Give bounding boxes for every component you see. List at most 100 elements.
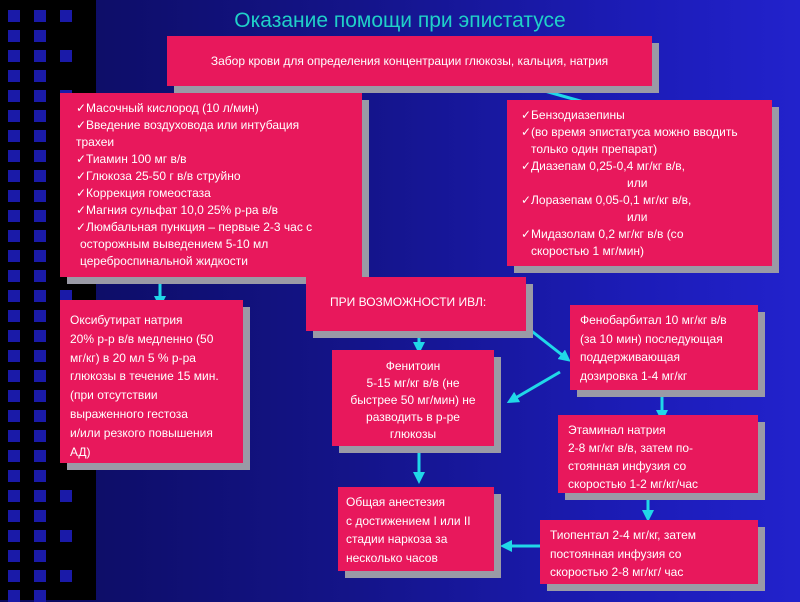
decorative-square xyxy=(8,590,20,602)
left-box-line: ✓Масочный кислород (10 л/мин) xyxy=(76,101,259,115)
decorative-square xyxy=(34,310,46,322)
decorative-square xyxy=(34,230,46,242)
decorative-square xyxy=(34,50,46,62)
decorative-square xyxy=(34,330,46,342)
thiopental-line: Тиопентал 2-4 мг/кг, затем xyxy=(550,528,697,542)
oxybutyrate-line: Оксибутират натрия xyxy=(70,313,183,327)
left-box-line: осторожным выведением 5-10 мл xyxy=(80,237,269,251)
decorative-square xyxy=(8,450,20,462)
decorative-square xyxy=(34,530,46,542)
decorative-square xyxy=(34,570,46,582)
decorative-square xyxy=(8,270,20,282)
decorative-square xyxy=(34,30,46,42)
decorative-square xyxy=(34,70,46,82)
etaminal-line: скоростью 1-2 мг/кг/час xyxy=(568,477,699,491)
phenobarbital-line: поддерживающая xyxy=(580,350,680,364)
decorative-square xyxy=(34,410,46,422)
decorative-square xyxy=(8,370,20,382)
decorative-square xyxy=(8,150,20,162)
left-box-line: ✓Введение воздуховода или интубация xyxy=(76,118,300,132)
arrow-phenobarbital-to-phenytoin xyxy=(506,370,561,404)
oxybutyrate-line: АД) xyxy=(70,444,91,459)
decorative-square xyxy=(34,130,46,142)
decorative-square xyxy=(8,550,20,562)
decorative-square xyxy=(8,530,20,542)
decorative-square xyxy=(34,110,46,122)
etaminal-line: 2-8 мг/кг в/в, затем по- xyxy=(568,441,694,455)
left-box-line: ✓Люмбальная пункция – первые 2-3 час с xyxy=(76,220,313,234)
right-box-line: только один препарат) xyxy=(531,142,658,156)
anesthesia-line: несколько часов xyxy=(346,550,438,565)
oxybutyrate-line: 20% р-р в/в медленно (50 xyxy=(70,331,214,346)
decorative-square xyxy=(8,30,20,42)
oxybutyrate-line: глюкозы в течение 15 мин. xyxy=(70,369,219,384)
oxybutyrate-line: выраженного гестоза xyxy=(70,406,188,421)
right-box-line: ✓Диазепам 0,25-0,4 мг/кг в/в, xyxy=(521,159,685,173)
right-box-line: ✓Мидазолам 0,2 мг/кг в/в (со xyxy=(521,227,684,241)
decorative-square xyxy=(34,10,46,22)
decorative-square xyxy=(8,290,20,302)
decorative-square xyxy=(34,510,46,522)
decorative-square xyxy=(60,490,72,502)
decorative-square xyxy=(8,470,20,482)
decorative-square xyxy=(34,550,46,562)
phenobarbital-line: дозировка 1-4 мг/кг xyxy=(580,368,688,383)
oxybutyrate-line: (при отсутствии xyxy=(70,388,158,403)
top-box: Забор крови для определения концентрации… xyxy=(167,36,652,86)
phenytoin-line: Фенитоин xyxy=(385,359,441,373)
phenobarbital-box: Фенобарбитал 10 мг/кг в/в (за 10 мин) по… xyxy=(570,305,758,390)
right-box-line: скоростью 1 мг/мин) xyxy=(531,244,645,258)
decorative-square xyxy=(8,230,20,242)
decorative-square xyxy=(34,90,46,102)
etaminal-box: Этаминал натрия 2-8 мг/кг в/в, затем по-… xyxy=(558,415,758,493)
decorative-square xyxy=(8,190,20,202)
decorative-square xyxy=(34,490,46,502)
decorative-square xyxy=(34,390,46,402)
decorative-square xyxy=(8,90,20,102)
decorative-square xyxy=(8,310,20,322)
decorative-square xyxy=(8,110,20,122)
decorative-square xyxy=(60,570,72,582)
decorative-square xyxy=(8,390,20,402)
decorative-square xyxy=(8,170,20,182)
thiopental-line: скоростью 2-8 мг/кг/ час xyxy=(550,565,684,579)
decorative-square xyxy=(34,150,46,162)
top-box-text: Забор крови для определения концентрации… xyxy=(210,54,609,68)
decorative-square xyxy=(8,250,20,262)
left-box-line: ✓Глюкоза 25-50 г в/в струйно xyxy=(76,169,241,183)
left-box-line: ✓Магния сульфат 10,0 25% р-ра в/в xyxy=(76,203,278,217)
decorative-square xyxy=(34,170,46,182)
decorative-square xyxy=(8,510,20,522)
ivl-box: ПРИ ВОЗМОЖНОСТИ ИВЛ: xyxy=(306,277,526,331)
left-box-line: цереброспинальной жидкости xyxy=(80,254,248,268)
etaminal-line: стоянная инфузия со xyxy=(568,459,687,473)
phenytoin-box: Фенитоин 5-15 мг/кг в/в (не быстрее 50 м… xyxy=(332,350,494,446)
decorative-square xyxy=(34,210,46,222)
decorative-square xyxy=(34,470,46,482)
right-box-line: ✓(во время эпистатуса можно вводить xyxy=(521,125,738,139)
decorative-square xyxy=(8,410,20,422)
phenobarbital-line: (за 10 мин) последующая xyxy=(580,331,723,346)
anesthesia-line: с достижением I или II xyxy=(346,513,471,528)
decorative-square xyxy=(34,450,46,462)
decorative-square xyxy=(34,590,46,602)
decorative-square xyxy=(60,50,72,62)
decorative-square xyxy=(60,290,72,302)
etaminal-line: Этаминал натрия xyxy=(568,423,666,437)
decorative-square xyxy=(8,210,20,222)
arrow-ivl-to-phenobarbital xyxy=(519,320,571,362)
oxybutyrate-line: мг/кг) в 20 мл 5 % р-ра xyxy=(70,350,196,365)
anesthesia-box: Общая анестезия с достижением I или II с… xyxy=(338,487,494,571)
thiopental-line: постоянная инфузия со xyxy=(550,546,682,561)
left-box: ✓Масочный кислород (10 л/мин) ✓Введение … xyxy=(60,93,362,277)
phenytoin-line: быстрее 50 мг/мин) не xyxy=(350,393,476,407)
oxybutyrate-box: Оксибутират натрия 20% р-р в/в медленно … xyxy=(60,300,243,463)
phenytoin-line: разводить в р-ре xyxy=(366,410,460,424)
decorative-square xyxy=(34,250,46,262)
decorative-square xyxy=(34,190,46,202)
oxybutyrate-line: и/или резкого повышения xyxy=(70,425,213,440)
decorative-square xyxy=(60,10,72,22)
right-box-line: ✓Лоразепам 0,05-0,1 мг/кг в/в, xyxy=(521,193,692,207)
right-box-line: или xyxy=(627,176,648,190)
page-title: Оказание помощи при эпистатусе xyxy=(234,9,566,32)
